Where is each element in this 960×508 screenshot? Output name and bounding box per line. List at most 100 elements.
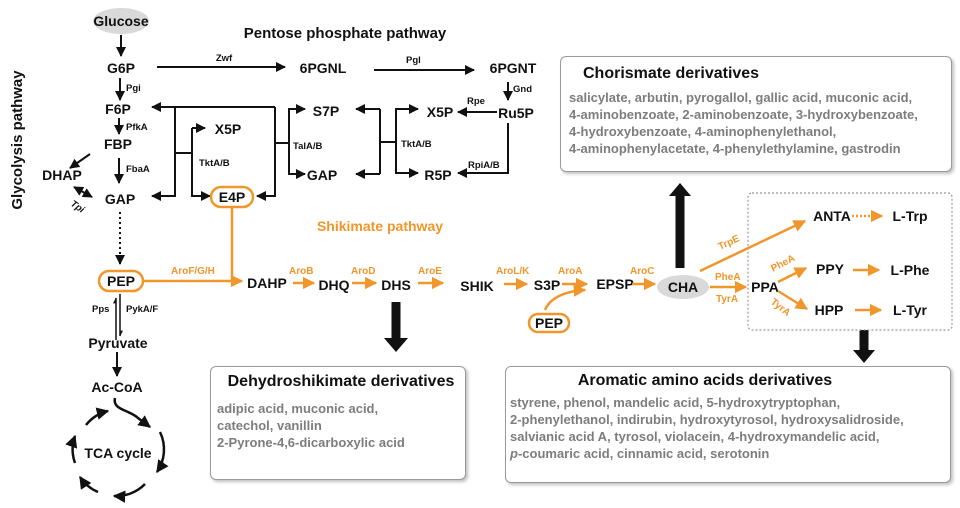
glycolysis-pathway-title: Glycolysis pathway bbox=[9, 70, 26, 210]
arrow-ppa-ppy bbox=[777, 266, 808, 284]
arrow-ppa-hpp bbox=[777, 289, 809, 311]
aromatic-derivative-line: styrene, phenol, mandelic acid, 5-hydrox… bbox=[510, 395, 841, 410]
aromatic-amino-acids-group bbox=[747, 192, 953, 331]
metabolite-hpp: HPP bbox=[815, 302, 844, 318]
metabolite-gap-mid: GAP bbox=[307, 167, 337, 183]
metabolite-fbp: FBP bbox=[104, 136, 132, 152]
metabolite-ltyr: L-Tyr bbox=[893, 302, 928, 318]
enzyme-gnd: Gnd bbox=[513, 84, 532, 95]
metabolite-pyruvate: Pyruvate bbox=[88, 335, 147, 351]
enzyme-tkt-left: TktA/B bbox=[199, 158, 230, 169]
metabolite-ppy: PPY bbox=[816, 261, 845, 277]
enzyme-trpe: TrpE bbox=[717, 233, 742, 253]
enzyme-phea-1: PheA bbox=[715, 272, 741, 283]
arrow-tal-e4p bbox=[256, 107, 276, 201]
metabolite-g6p: G6P bbox=[107, 60, 135, 76]
cha-node-bg bbox=[657, 275, 709, 299]
metabolite-e4p: E4P bbox=[219, 189, 245, 205]
dehydroshikimate-derivative-line: adipic acid, muconic acid, bbox=[217, 401, 379, 416]
metabolite-6pgnt: 6PGNT bbox=[490, 60, 537, 76]
arrow-fbp-dhap bbox=[69, 153, 91, 169]
pentose-phosphate-title: Pentose phosphate pathway bbox=[244, 25, 447, 42]
enzyme-pps: Pps bbox=[92, 304, 109, 315]
big-arrow-down-dehydroshikimate-icon bbox=[384, 338, 408, 352]
glucose-node-bg bbox=[93, 8, 149, 34]
metabolite-tca-cycle: TCA cycle bbox=[84, 445, 151, 461]
arrow-tkt-gap-left bbox=[151, 107, 176, 201]
chorismate-derivative-line: 4-aminophenylacetate, 4-phenylethylamine… bbox=[569, 141, 901, 156]
metabolite-lphe: L-Phe bbox=[891, 262, 930, 278]
enzyme-fbaa: FbaA bbox=[126, 164, 150, 175]
metabolite-pep: PEP bbox=[107, 273, 135, 289]
arrow-ru5p-r5p bbox=[457, 123, 509, 178]
metabolite-pep2: PEP bbox=[535, 315, 563, 331]
metabolite-6pgnl: 6PGNL bbox=[300, 60, 347, 76]
aromatic-derivative-line: p-coumaric acid, cinnamic acid, serotoni… bbox=[510, 446, 770, 461]
enzyme-pgi: Pgi bbox=[126, 83, 141, 94]
aromatic-derivative-line: 2-phenylethanol, indirubin, hydroxytyros… bbox=[510, 412, 904, 427]
dehydroshikimate-derivative-line: catechol, vanillin bbox=[217, 418, 322, 433]
aromatic-amino-acids-derivatives-box: Aromatic amino acids derivatives styrene… bbox=[505, 366, 951, 483]
metabolite-ru5p: Ru5P bbox=[498, 105, 534, 121]
enzyme-arofgh: AroF/G/H bbox=[171, 266, 215, 277]
enzyme-rpe: Rpe bbox=[467, 96, 485, 107]
metabolite-dahp: DAHP bbox=[247, 275, 287, 291]
chorismate-derivatives-box: Chorismate derivatives salicylate, arbut… bbox=[560, 56, 952, 172]
metabolite-epsp: EPSP bbox=[596, 276, 633, 292]
arrow-pep2-epsp bbox=[543, 284, 587, 311]
chorismate-derivative-line: 4-hydroxybenzoate, 4-aminophenylethanol, bbox=[569, 124, 837, 139]
metabolite-r5p: R5P bbox=[424, 167, 451, 183]
enzyme-tyra-1: TyrA bbox=[716, 294, 738, 305]
metabolite-glucose: Glucose bbox=[93, 13, 148, 29]
metabolite-x5p-left: X5P bbox=[215, 121, 241, 137]
arrow-cha-anta bbox=[699, 219, 807, 273]
enzyme-arob: AroB bbox=[289, 266, 313, 277]
metabolite-accoa: Ac-CoA bbox=[91, 379, 142, 395]
metabolite-dhs: DHS bbox=[381, 277, 411, 293]
enzyme-arolk: AroL/K bbox=[496, 266, 530, 277]
chorismate-derivatives-title: Chorismate derivatives bbox=[583, 65, 760, 82]
arrow-dhap-gap bbox=[73, 186, 93, 198]
enzyme-pfka: PfkA bbox=[126, 122, 148, 133]
enzyme-aroe: AroE bbox=[418, 266, 442, 277]
big-arrow-down-aromatic-icon bbox=[853, 350, 875, 363]
enzyme-pgl: Pgl bbox=[406, 55, 421, 66]
metabolite-dhap: DHAP bbox=[42, 167, 82, 183]
enzyme-tyra-2: TyrA bbox=[768, 297, 792, 319]
shikimate-pathway-title: Shikimate pathway bbox=[317, 218, 443, 234]
enzyme-aroc: AroC bbox=[630, 266, 654, 277]
arrow-accoa-tca bbox=[113, 397, 151, 428]
metabolite-ppa: PPA bbox=[751, 279, 779, 295]
dehydroshikimate-derivative-line: 2-Pyrone-4,6-dicarboxylic acid bbox=[217, 435, 405, 450]
chorismate-derivative-line: salicylate, arbutin, pyrogallol, gallic … bbox=[569, 90, 913, 105]
pep2-node-outline bbox=[527, 312, 571, 334]
enzyme-arod: AroD bbox=[351, 266, 375, 277]
enzyme-tkt-right: TktA/B bbox=[401, 139, 432, 150]
aromatic-derivative-line: salvianic acid A, tyrosol, violacein, 4-… bbox=[510, 429, 880, 444]
enzyme-tala: TalA/B bbox=[293, 141, 323, 152]
dehydroshikimate-derivatives-box: Dehydroshikimate derivatives adipic acid… bbox=[210, 366, 466, 480]
metabolite-dhq: DHQ bbox=[318, 277, 349, 293]
enzyme-aroa: AroA bbox=[558, 266, 582, 277]
dehydroshikimate-derivatives-title: Dehydroshikimate derivatives bbox=[227, 373, 455, 390]
chorismate-derivative-line: 4-aminobenzoate, 2-aminobenzoate, 3-hydr… bbox=[569, 107, 918, 122]
metabolite-shik: SHIK bbox=[460, 278, 493, 294]
metabolite-x5p-right: X5P bbox=[427, 104, 453, 120]
arrow-tkt-e4p bbox=[191, 128, 211, 201]
enzyme-rpiab: RpiA/B bbox=[468, 160, 500, 171]
enzyme-zwf: Zwf bbox=[216, 53, 233, 64]
metabolite-anta: ANTA bbox=[813, 208, 851, 224]
metabolite-gap: GAP bbox=[105, 191, 135, 207]
aromatic-amino-acids-derivatives-title: Aromatic amino acids derivatives bbox=[577, 372, 833, 389]
metabolite-s7p: S7P bbox=[313, 103, 339, 119]
enzyme-phea-2: PheA bbox=[769, 253, 797, 275]
big-arrow-up-chorismate-icon bbox=[669, 183, 691, 196]
para-prefix: p bbox=[510, 446, 518, 461]
metabolite-f6p: F6P bbox=[105, 101, 131, 117]
tca-cycle-arrows bbox=[65, 407, 169, 503]
enzyme-pykaf: PykA/F bbox=[126, 304, 158, 315]
metabolite-s3p: S3P bbox=[534, 277, 560, 293]
metabolite-cha: CHA bbox=[668, 279, 698, 295]
enzyme-tpi: Tpi bbox=[68, 198, 86, 215]
